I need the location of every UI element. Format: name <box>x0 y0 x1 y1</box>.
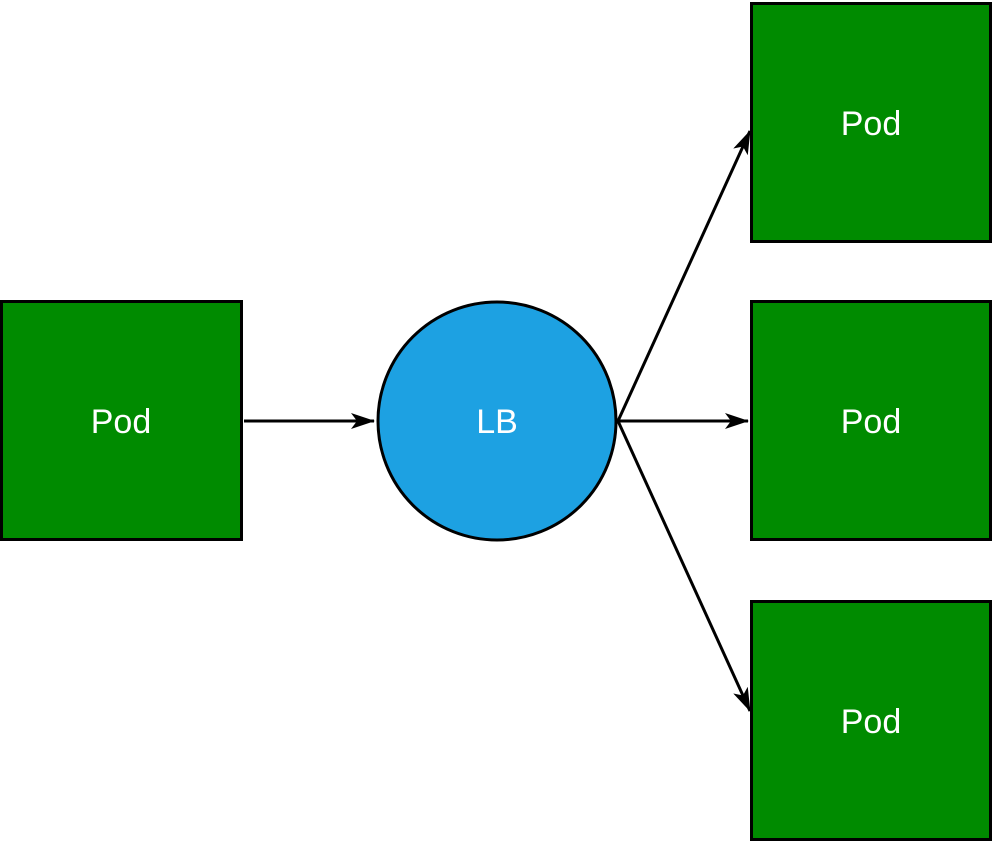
node-pod-top: Pod <box>750 2 992 243</box>
lb-label: LB <box>476 403 518 441</box>
edge-lb-to-podbottom <box>616 420 752 712</box>
pod-middle-label: Pod <box>841 403 902 441</box>
pod-left-box <box>0 300 243 541</box>
pod-top-box <box>750 2 992 243</box>
node-pod-bottom: Pod <box>750 600 992 841</box>
node-lb: LB <box>376 300 618 542</box>
pod-middle-box <box>750 300 992 541</box>
edge-group <box>244 130 752 712</box>
pod-left-label: Pod <box>91 403 152 441</box>
lb-circle <box>376 300 618 542</box>
edge-lb-to-podtop <box>616 130 752 422</box>
pod-top-label: Pod <box>841 105 902 143</box>
node-pod-left: Pod <box>0 300 243 541</box>
pod-bottom-box <box>750 600 992 841</box>
node-pod-middle: Pod <box>750 300 992 541</box>
pod-bottom-label: Pod <box>841 703 902 741</box>
